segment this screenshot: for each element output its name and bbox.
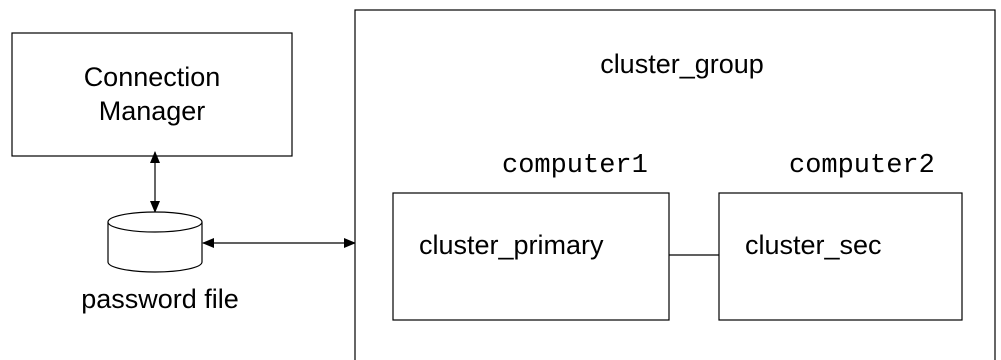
cluster-group-label: cluster_group <box>600 49 764 79</box>
cluster-primary-box <box>392 192 670 321</box>
computer1-label: computer1 <box>502 151 648 181</box>
connection-manager-label-line1: Connection <box>84 62 221 92</box>
connection-manager-box <box>11 32 293 157</box>
password-file-label: password file <box>81 284 239 314</box>
connection-manager-node: Connection Manager <box>11 32 293 157</box>
computer2-node: computer2 cluster_sec <box>718 151 963 321</box>
database-cylinder-icon <box>107 211 203 273</box>
password-file-node: password file <box>81 211 239 314</box>
connection-manager-label-line2: Manager <box>99 96 206 126</box>
cluster-sec-label: cluster_sec <box>745 230 882 260</box>
cluster-sec-box <box>718 192 963 321</box>
cluster-primary-label: cluster_primary <box>419 230 604 260</box>
computer2-label: computer2 <box>789 151 935 181</box>
computer1-node: computer1 cluster_primary <box>392 151 670 321</box>
